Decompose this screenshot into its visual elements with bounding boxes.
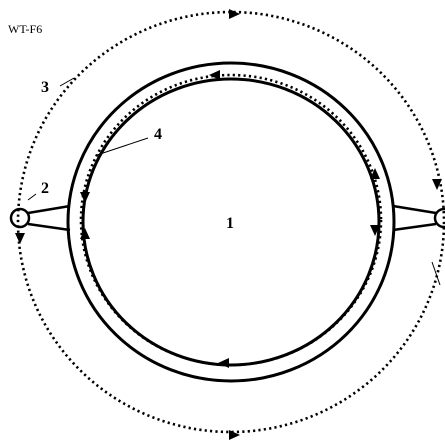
label-3-outer-loop: 3 <box>41 79 49 96</box>
left-strut-top <box>27 204 71 215</box>
right-strut-bottom <box>392 222 437 232</box>
label-2-leader <box>27 193 37 201</box>
arrowhead-outer-top-icon <box>229 9 240 19</box>
right-strut-top <box>392 204 437 215</box>
label-1-center: 1 <box>226 215 234 232</box>
arrowhead-inner-bottom-icon <box>218 358 229 368</box>
left-strut-bottom <box>27 222 71 232</box>
label-4-inner-loop: 4 <box>154 126 162 143</box>
arrowhead-inner-left-lower-icon <box>80 228 90 239</box>
inner-dotted-loop <box>79 73 383 367</box>
arrowhead-outer-right-icon <box>432 179 442 190</box>
arrowhead-inner-right-upper-icon <box>370 168 380 179</box>
arrowhead-outer-bottom-icon <box>229 430 240 440</box>
label-3-leader <box>59 77 75 87</box>
right-port-circle <box>433 207 445 229</box>
arrowhead-inner-top-icon <box>209 70 220 80</box>
label-2-port: 2 <box>41 180 49 197</box>
left-port-circle <box>9 207 31 229</box>
arrowhead-outer-left-icon <box>15 233 25 244</box>
outer-dotted-loop <box>16 10 445 434</box>
figure-id-label: WT-F6 <box>8 22 42 36</box>
arrowhead-inner-left-upper-icon <box>80 192 90 203</box>
arrowhead-inner-right-lower-icon <box>370 225 380 236</box>
inner-solid-ring <box>81 77 381 367</box>
right-port-leader <box>431 261 441 286</box>
outer-solid-ring <box>66 61 396 383</box>
label-4-leader <box>96 137 149 156</box>
